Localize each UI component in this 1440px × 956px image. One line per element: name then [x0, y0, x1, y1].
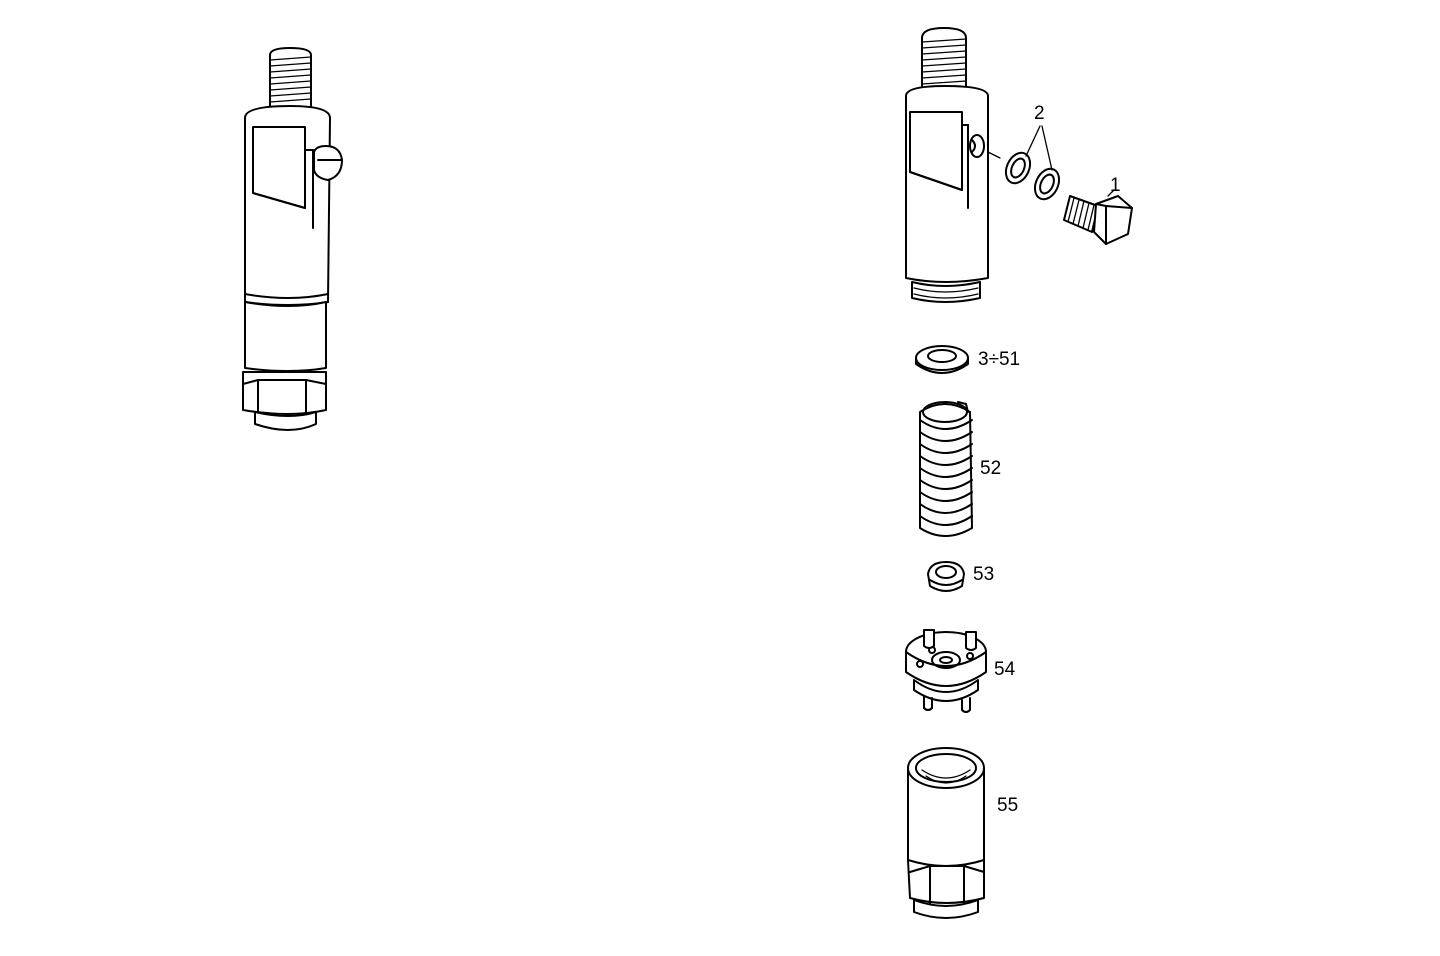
callout-part-55: 55: [997, 795, 1019, 816]
adjusting-shim: [915, 345, 969, 374]
callout-part-53: 53: [973, 564, 995, 585]
callout-part-54: 54: [994, 659, 1016, 680]
holder-body: [905, 27, 989, 303]
pressure-spring: [919, 401, 973, 537]
banjo-bolt: [1063, 189, 1133, 245]
callout-part-2: 2: [1034, 103, 1045, 124]
sealing-washers: [1004, 125, 1061, 201]
callout-part-3-51: 3÷51: [978, 349, 1021, 370]
intermediate-plate: [905, 629, 987, 713]
assembled-injector: [242, 47, 343, 431]
callout-part-52: 52: [980, 458, 1002, 479]
nozzle-nut: [907, 747, 985, 919]
pressure-spindle: [927, 561, 965, 592]
callout-part-1: 1: [1110, 175, 1121, 196]
